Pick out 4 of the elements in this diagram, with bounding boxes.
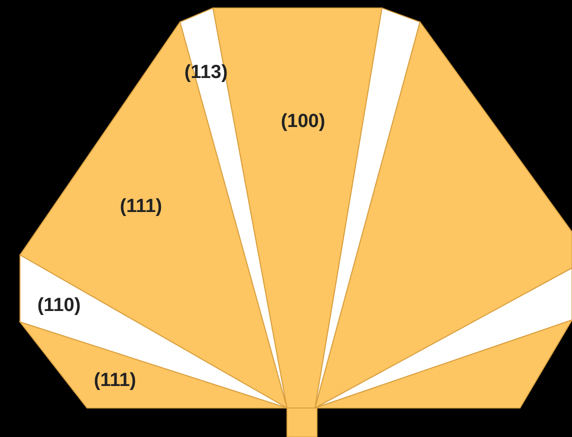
facet-label: (111)	[94, 370, 136, 392]
facet-label: (100)	[280, 111, 326, 133]
facet-label: (110)	[37, 295, 81, 317]
facet-label: (111)	[120, 196, 162, 218]
